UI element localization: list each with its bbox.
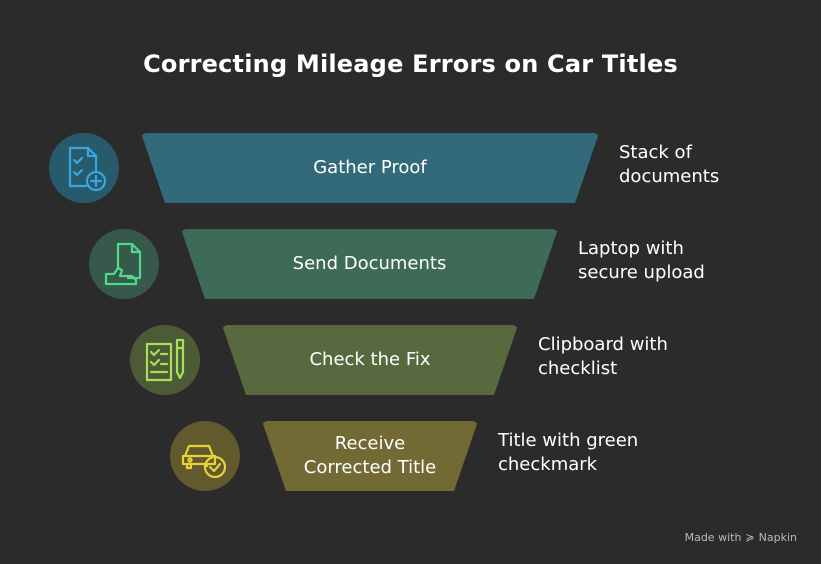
step-3-trapezoid: Check the Fix bbox=[222, 325, 518, 395]
document-hand-icon bbox=[104, 242, 142, 286]
document-add-icon bbox=[68, 146, 107, 192]
step-1-label: Gather Proof bbox=[313, 157, 427, 178]
step-2-description: Laptop with secure upload bbox=[578, 238, 705, 283]
step-2-trapezoid: Send Documents bbox=[181, 229, 558, 299]
step-4-label-line2: Corrected Title bbox=[303, 457, 437, 478]
step-1-trapezoid: Gather Proof bbox=[141, 133, 599, 203]
car-check-icon bbox=[181, 444, 227, 479]
step-3-label: Check the Fix bbox=[309, 349, 431, 370]
step-1-description: Stack of documents bbox=[619, 142, 720, 187]
made-with-text: Made with bbox=[684, 531, 742, 544]
step-4-trapezoid: Receive Corrected Title bbox=[262, 421, 478, 491]
step-2-icon-circle bbox=[89, 229, 159, 299]
step-4-icon-circle bbox=[170, 421, 240, 491]
step-3-description: Clipboard with checklist bbox=[538, 334, 668, 379]
step-2-label: Send Documents bbox=[292, 253, 447, 274]
step-1-icon-circle bbox=[49, 133, 119, 203]
step-4-label-line1: Receive bbox=[334, 433, 406, 454]
step-3-icon-circle bbox=[130, 325, 200, 395]
step-4-description: Title with green checkmark bbox=[498, 430, 639, 475]
napkin-brand-text: Napkin bbox=[758, 531, 797, 544]
footer-watermark: Made with ≽ Napkin bbox=[685, 531, 797, 544]
diagram-title: Correcting Mileage Errors on Car Titles bbox=[143, 50, 678, 78]
checklist-pen-icon bbox=[145, 338, 185, 382]
napkin-logo-icon: ≽ bbox=[745, 531, 755, 544]
